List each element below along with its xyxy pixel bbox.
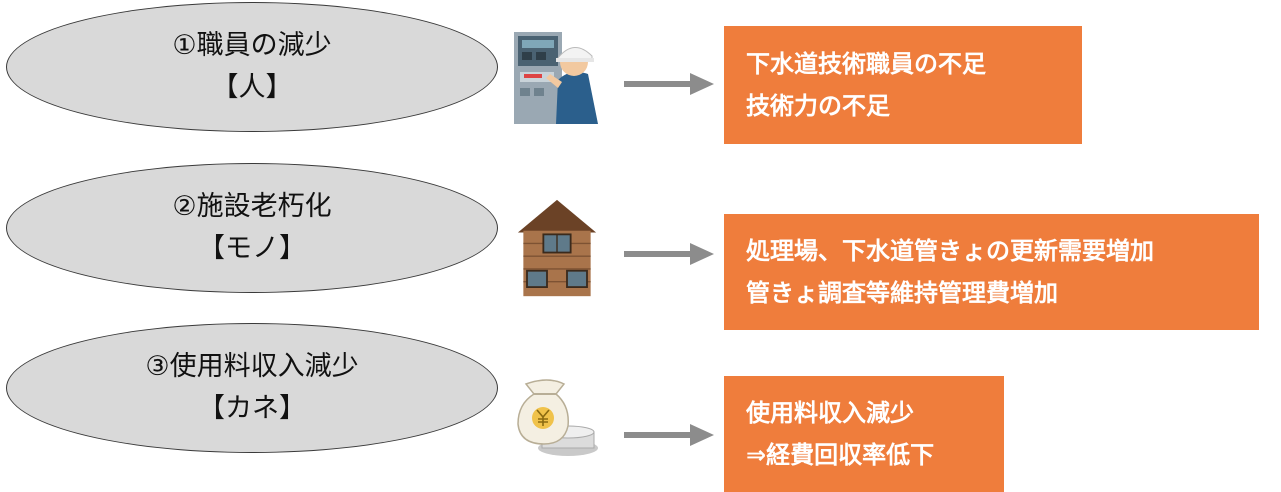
worker-at-control-panel-icon [514,32,598,124]
cause-title: ②施設老朽化 [172,191,332,223]
cause-subtitle: 【カネ】 [198,393,306,424]
effect-line: 処理場、下水道管きょの更新需要増加 [746,237,1154,265]
arrow-right-icon [624,243,714,265]
money-bag-yen-coins-icon [517,379,598,456]
cause-title: ③使用料収入減少 [145,351,359,383]
effect-line: 使用料収入減少 [746,399,914,427]
effect-line: ⇒経費回収率低下 [746,441,935,469]
effect-line: 下水道技術職員の不足 [746,50,986,78]
row-staff-decrease: ①職員の減少 【人】 下水道技術職員の不足 技術力の不足 [0,0,1281,150]
effect-line: 技術力の不足 [746,92,890,120]
arrow-right-icon [624,73,714,95]
effect-box-money: 使用料収入減少 ⇒経費回収率低下 [724,376,1004,492]
row-facility-aging: ②施設老朽化 【モノ】 処理場、下水道管きょの更新需要増加 管きょ調査等維持管理… [0,156,1281,330]
cause-subtitle: 【モノ】 [198,233,306,264]
cause-subtitle: 【人】 [211,72,293,103]
row-revenue-decrease: ③使用料収入減少 【カネ】 使用料収入減少 ⇒経費回収率低下 [0,318,1281,492]
cause-ellipse-facility: ②施設老朽化 【モノ】 [6,163,498,293]
cause-title: ①職員の減少 [172,30,332,62]
cause-ellipse-money: ③使用料収入減少 【カネ】 [6,323,498,453]
cause-ellipse-staff: ①職員の減少 【人】 [6,2,498,132]
effect-box-facility: 処理場、下水道管きょの更新需要増加 管きょ調査等維持管理費増加 [724,214,1259,330]
old-wooden-house-icon [517,199,597,297]
effect-box-staff: 下水道技術職員の不足 技術力の不足 [724,26,1082,144]
effect-line: 管きょ調査等維持管理費増加 [746,279,1058,307]
arrow-right-icon [624,424,714,446]
